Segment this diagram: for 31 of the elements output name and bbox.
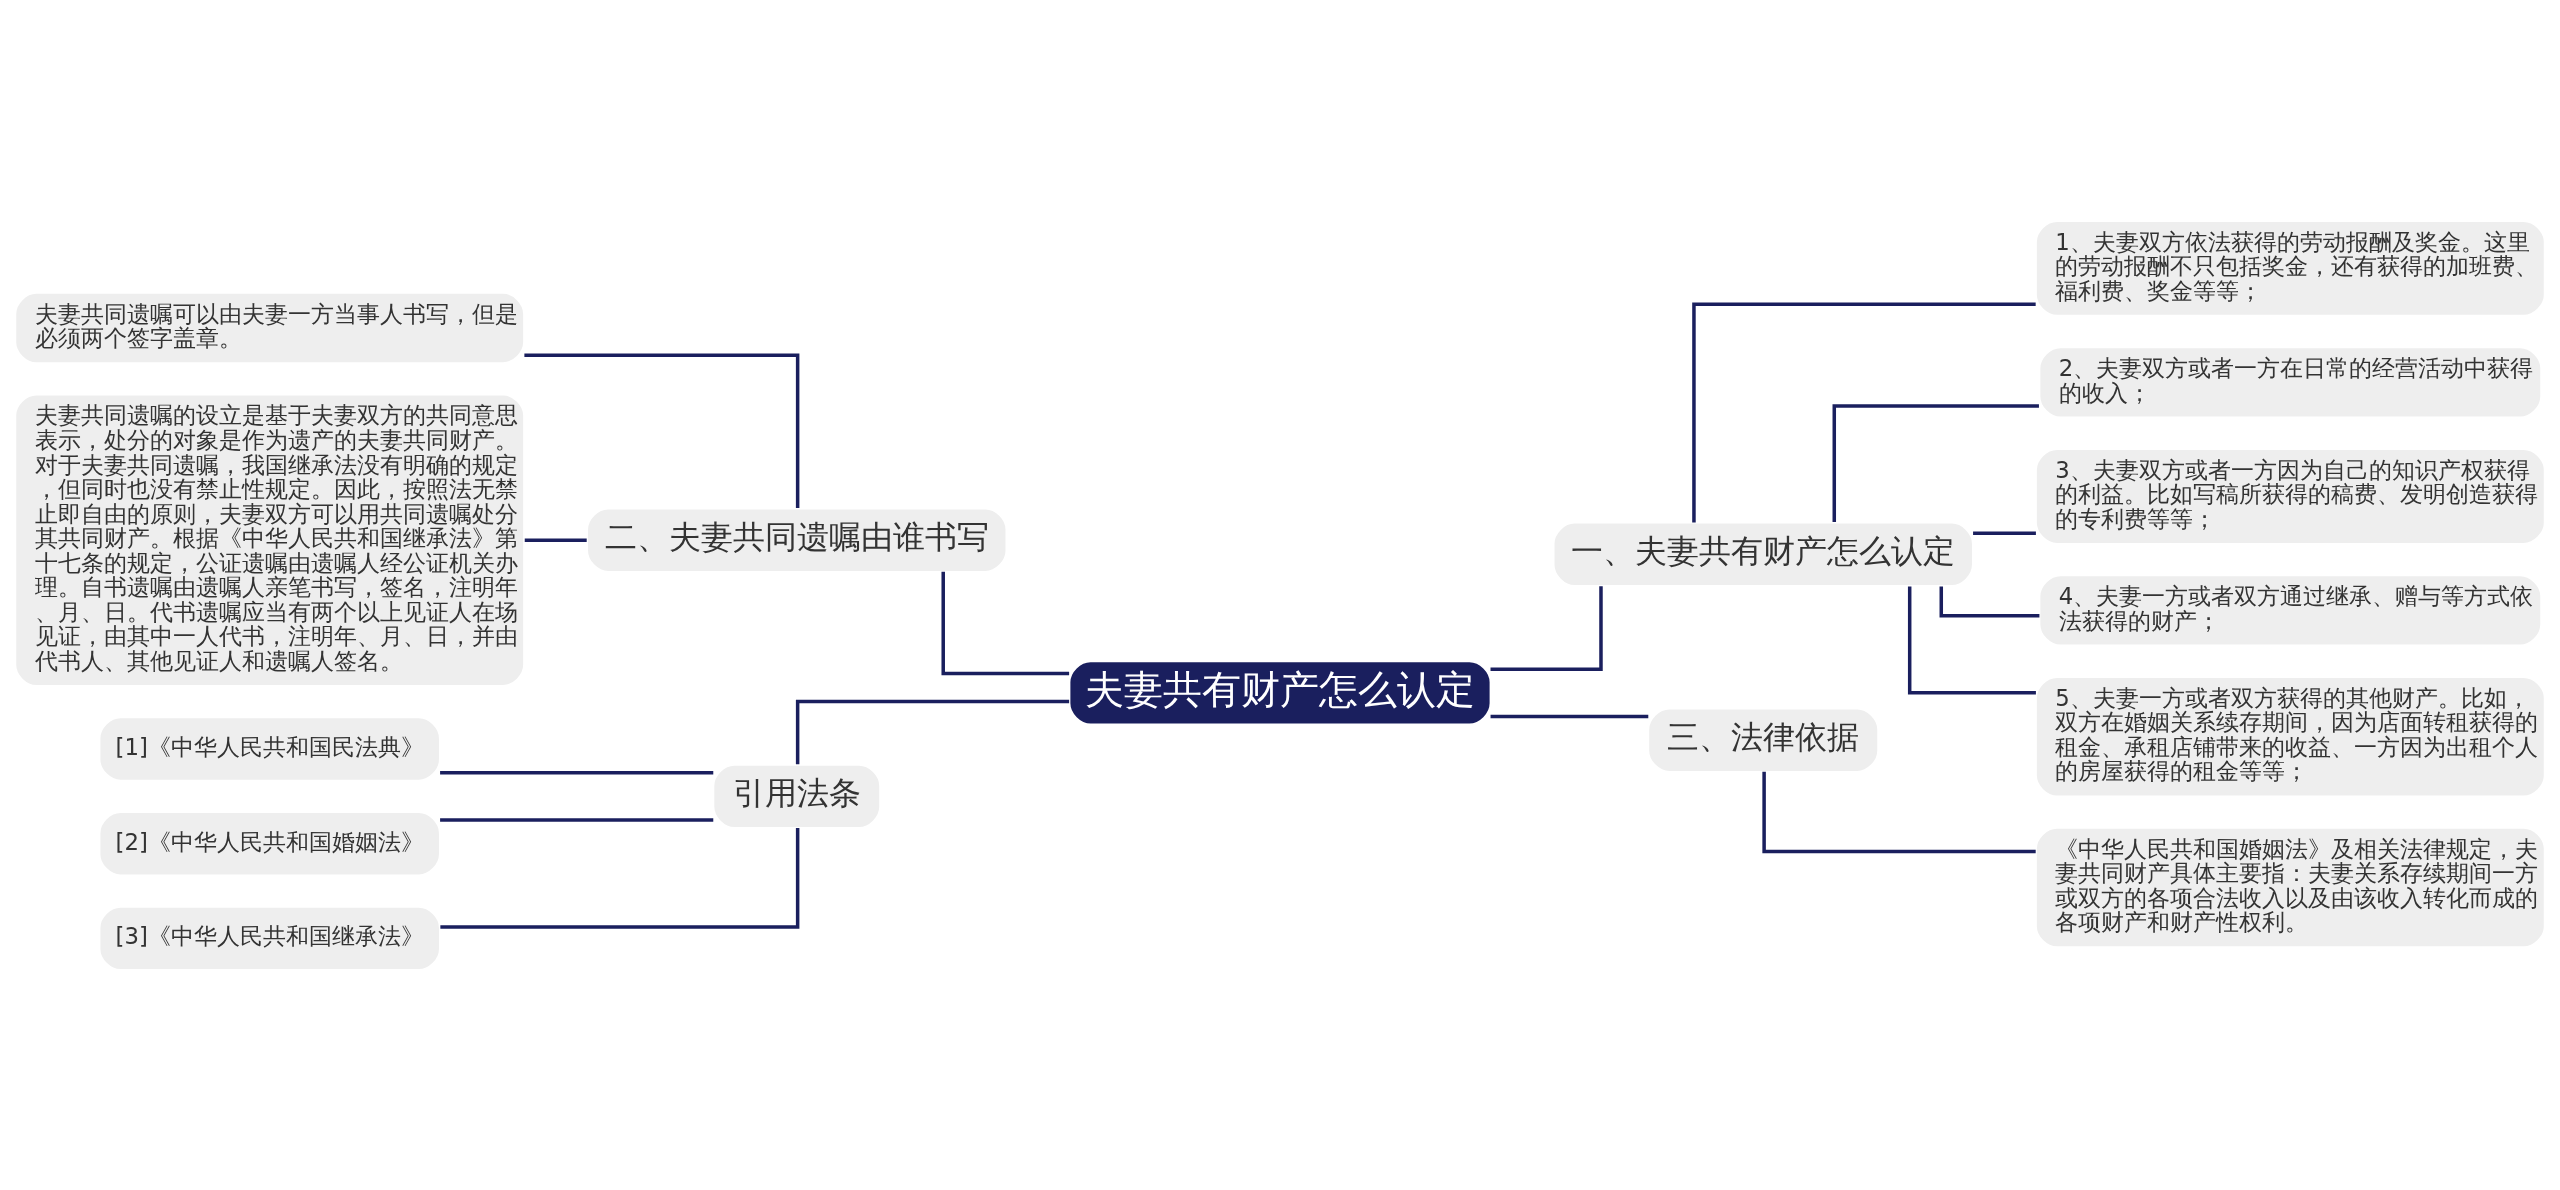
- node-box: 夫妻共有财产怎么认定: [1068, 659, 1492, 725]
- connector: [941, 571, 1070, 675]
- node-box: 5、夫妻一方或者双方获得的其他财产。比如，双方在婚姻关系续存期间，因为店面转租获得的租金、承租店铺带来的收益、一方因为出租个人的房屋获得的租金等等；: [2035, 675, 2546, 797]
- node-box: 2、夫妻双方或者一方在日常的经营活动中获得的收入；: [2038, 345, 2542, 418]
- connector: [524, 352, 800, 508]
- connector: [1832, 403, 2039, 522]
- connector: [1692, 302, 2036, 523]
- node-box: [2]《中华人民共和国婚姻法》: [98, 810, 441, 876]
- connector: [1939, 585, 2040, 617]
- connector: [440, 827, 800, 929]
- connector: [1490, 585, 1603, 671]
- node-box: 3、夫妻双方或者一方因为自己的知识产权获得的利益。比如写稿所获得的稿费、发明创造获得的专利费等等；: [2035, 447, 2546, 545]
- node-box: 三、法律依据: [1647, 707, 1879, 773]
- node-box: 4、夫妻一方或者双方通过继承、赠与等方式依法获得的财产；: [2038, 573, 2542, 646]
- connector: [795, 699, 1070, 764]
- node-box: 二、夫妻共同遗嘱由谁书写: [586, 507, 1008, 573]
- connector: [440, 817, 714, 822]
- connector: [1762, 771, 2036, 853]
- node-box: 1、夫妻双方依法获得的劳动报酬及奖金。这里的劳动报酬不只包括奖金，还有获得的加班费、福利费、奖金等等；: [2035, 219, 2546, 317]
- node-box: 一、夫妻共有财产怎么认定: [1552, 521, 1974, 587]
- connector: [440, 770, 714, 774]
- node-box: [1]《中华人民共和国民法典》: [98, 716, 441, 781]
- node-box: 《中华人民共和国婚姻法》及相关法律规定，夫妻共同财产具体主要指：夫妻关系存续期间一方或双方的各项合法收入以及由该收入转化而成的各项财产和财产性权利。: [2035, 826, 2546, 948]
- connector: [1490, 714, 1649, 718]
- node-box: 夫妻共同遗嘱的设立是基于夫妻双方的共同意思表示，处分的对象是作为遗产的夫妻共同财产。对于夫妻共同遗嘱，我国继承法没有明确的规定，但同时也没有禁止性规定。因此，按照法无禁止即自由的原则，夫妻双方可以用共同遗嘱处分其共同财产。根据《中华人民共和国继承法》第十七条的规定，公证遗嘱由遗嘱人经公证机关办理。自书遗嘱由遗嘱人亲笔书写，签名，注明年、月、日。代书遗嘱应当有两个以上见证人在场见证，由其中一人代书，注明年、月、日，并由代书人、其他见证人和遗嘱人签名。: [14, 393, 525, 687]
- node-box: 引用法条: [712, 763, 881, 829]
- node-box: [3]《中华人民共和国继承法》: [98, 905, 441, 971]
- connector: [1973, 530, 2036, 535]
- connector: [524, 538, 587, 542]
- connector: [1907, 585, 2036, 695]
- node-box: 夫妻共同遗嘱可以由夫妻一方当事人书写，但是必须两个签字盖章。: [14, 291, 525, 364]
